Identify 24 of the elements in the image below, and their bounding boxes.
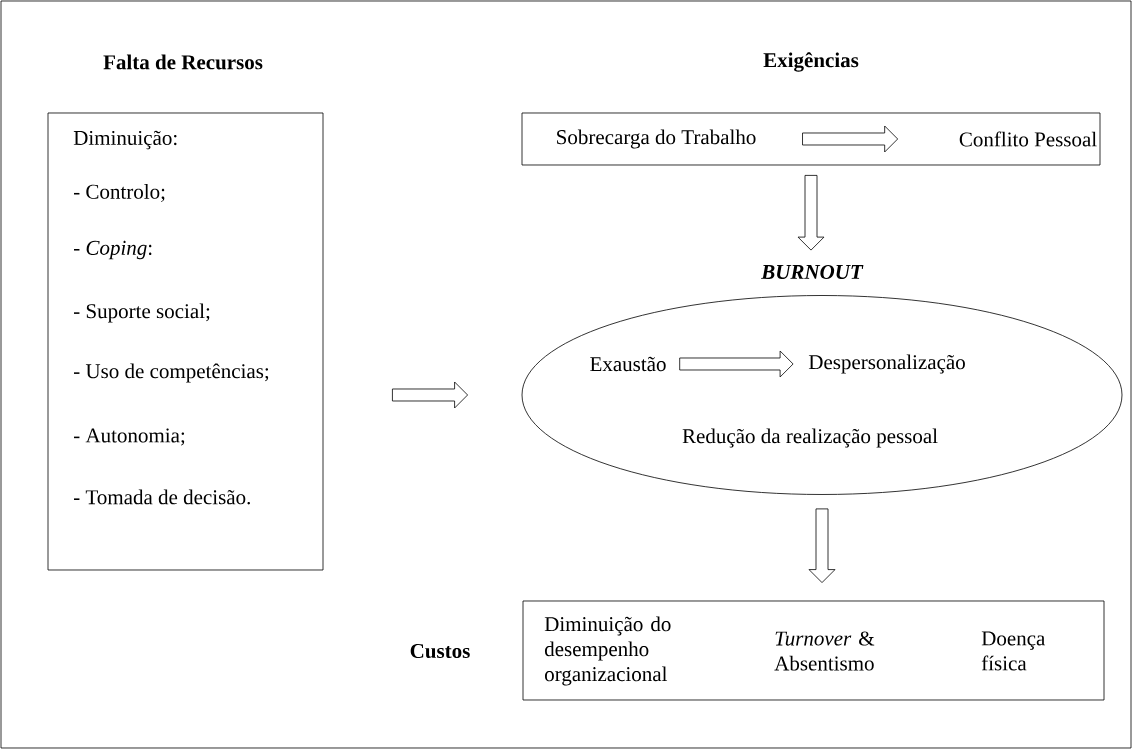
block-arrow [392, 381, 468, 409]
heading: Falta de Recursos [103, 54, 263, 70]
ellipse-label: Exaustão [590, 356, 666, 372]
ellipse-label: Despersonalização [808, 354, 965, 374]
list-item: - Controlo; [74, 184, 165, 202]
list-item: - Autonomia; [74, 428, 185, 446]
box-label: Conflito Pessoal [959, 131, 1097, 147]
cost-item: Doença física [981, 631, 1046, 671]
block-arrow [679, 350, 794, 378]
cost-item: Diminuição do desempenho organizacional [544, 616, 671, 686]
heading: Custos [410, 643, 470, 659]
block-arrow [808, 508, 836, 583]
list-item: - Suporte social; [74, 303, 210, 323]
list-title: Diminuição: [73, 130, 177, 150]
cost-item: Turnover & Absentismo [774, 631, 875, 671]
list-item: - Uso de competências; [74, 363, 269, 383]
list-item: - Tomada de decisão. [74, 489, 250, 505]
box-label: Sobrecarga do Trabalho [557, 129, 756, 149]
list-item: - Coping: [74, 240, 152, 260]
block-arrow [802, 125, 899, 153]
heading: BURNOUT [761, 264, 864, 280]
block-arrow [797, 175, 825, 251]
heading: Exigências [763, 52, 859, 72]
ellipse-label: Redução da realização pessoal [682, 428, 938, 448]
